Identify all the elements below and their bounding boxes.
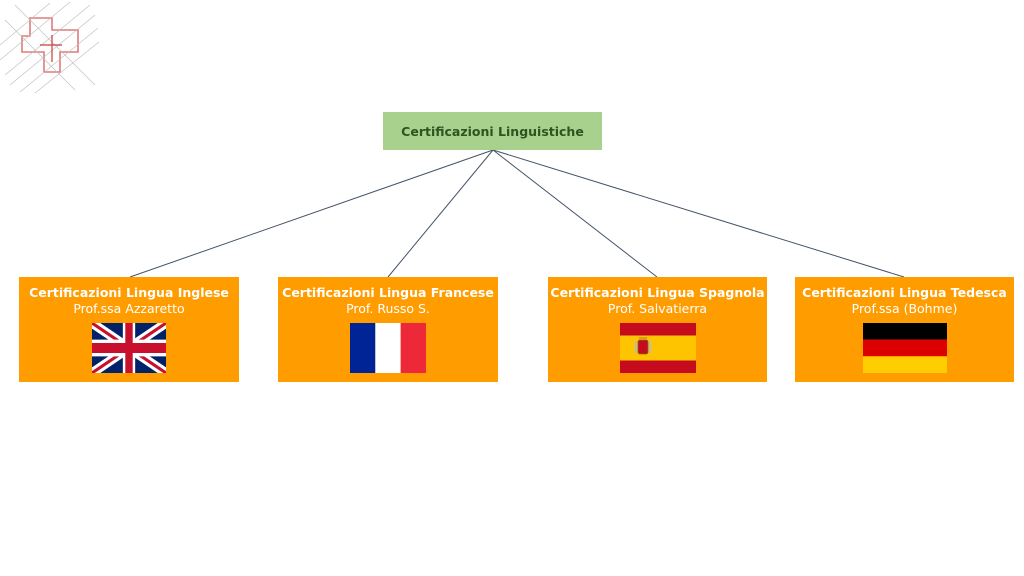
node-spanish: Certificazioni Lingua Spagnola Prof. Sal… bbox=[548, 277, 767, 382]
connector-line bbox=[492, 149, 905, 278]
germany-flag-icon bbox=[862, 323, 947, 373]
root-node: Certificazioni Linguistiche bbox=[383, 112, 602, 150]
root-node-label: Certificazioni Linguistiche bbox=[401, 123, 584, 139]
connector-line bbox=[387, 149, 494, 278]
node-french: Certificazioni Lingua Francese Prof. Rus… bbox=[278, 277, 498, 382]
connector-line bbox=[129, 149, 494, 278]
node-german: Certificazioni Lingua Tedesca Prof.ssa (… bbox=[795, 277, 1014, 382]
node-teacher: Prof.ssa (Bohme) bbox=[851, 301, 958, 316]
node-teacher: Prof. Salvatierra bbox=[607, 301, 708, 316]
france-flag-icon bbox=[350, 323, 426, 373]
school-logo-icon bbox=[0, 1, 100, 94]
node-title: Certificazioni Lingua Spagnola bbox=[550, 285, 765, 300]
node-teacher: Prof.ssa Azzaretto bbox=[73, 301, 185, 316]
node-teacher: Prof. Russo S. bbox=[346, 301, 430, 316]
spain-flag-icon bbox=[619, 323, 696, 373]
node-title: Certificazioni Lingua Francese bbox=[282, 285, 494, 300]
node-english: Certificazioni Lingua Inglese Prof.ssa A… bbox=[19, 277, 239, 382]
uk-flag-icon bbox=[92, 323, 166, 373]
connector-line bbox=[492, 149, 658, 278]
node-title: Certificazioni Lingua Tedesca bbox=[802, 285, 1007, 300]
node-title: Certificazioni Lingua Inglese bbox=[29, 285, 229, 300]
